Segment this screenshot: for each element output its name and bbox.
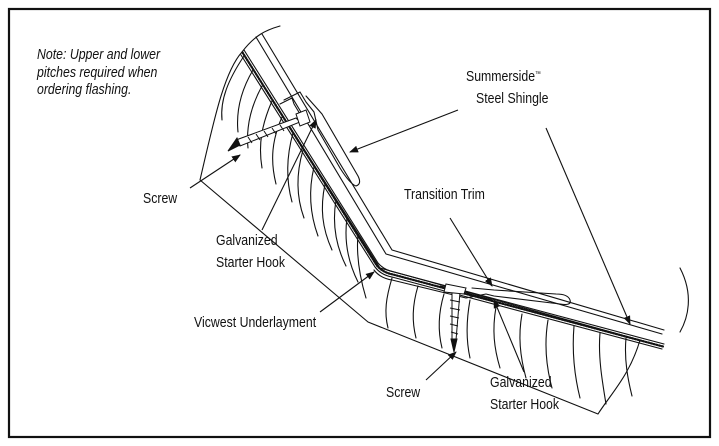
border <box>7 7 712 439</box>
upper-deck-break <box>241 25 281 53</box>
transition-trim <box>373 269 571 306</box>
lower-deck-break <box>679 267 689 333</box>
label-hook-lower-line2: Starter Hook <box>490 396 560 413</box>
note-text: Note: Upper and lower pitches required w… <box>37 46 160 99</box>
label-hook-upper-line2: Starter Hook <box>216 254 286 271</box>
label-underlayment: Vicwest Underlayment <box>194 314 317 331</box>
leader-trim <box>449 217 493 287</box>
leader-screw-lower <box>425 351 457 381</box>
label-shingle-line2: Steel Shingle <box>476 90 549 107</box>
lower-screw <box>443 283 467 353</box>
label-screw-upper: Screw <box>143 190 178 207</box>
underlayment-top <box>243 49 665 345</box>
leader-hook-lower <box>493 299 525 373</box>
upper-shingle-panel <box>261 33 665 331</box>
upper-shingle-panel-inner <box>255 36 663 335</box>
label-hook-upper-line1: Galvanized <box>216 232 278 249</box>
underlayment-texture <box>241 51 665 348</box>
leader-hook-upper <box>261 119 317 231</box>
note-title: Note: <box>37 46 67 63</box>
note-line-2: pitches required when <box>37 63 158 81</box>
label-transition-trim: Transition Trim <box>404 186 485 203</box>
leader-shingle-lower <box>545 127 631 325</box>
leader-shingle-upper <box>349 109 459 153</box>
upper-deck-grain <box>221 55 367 299</box>
note-line-3: ordering flashing. <box>37 81 132 98</box>
label-hook-lower-line1: Galvanized <box>490 374 552 391</box>
leader-screw-upper <box>189 154 241 189</box>
label-shingle-line1: Summerside™ <box>466 68 541 85</box>
leader-underlayment <box>319 271 375 313</box>
note-line-1: Upper and lower <box>69 46 161 63</box>
upper-screw <box>227 109 311 152</box>
underlayment-bottom <box>240 54 663 350</box>
lower-deck-grain <box>385 277 633 405</box>
trademark-symbol: ™ <box>535 71 541 78</box>
upper-shingle-hem <box>283 91 361 187</box>
label-screw-lower: Screw <box>386 384 421 401</box>
